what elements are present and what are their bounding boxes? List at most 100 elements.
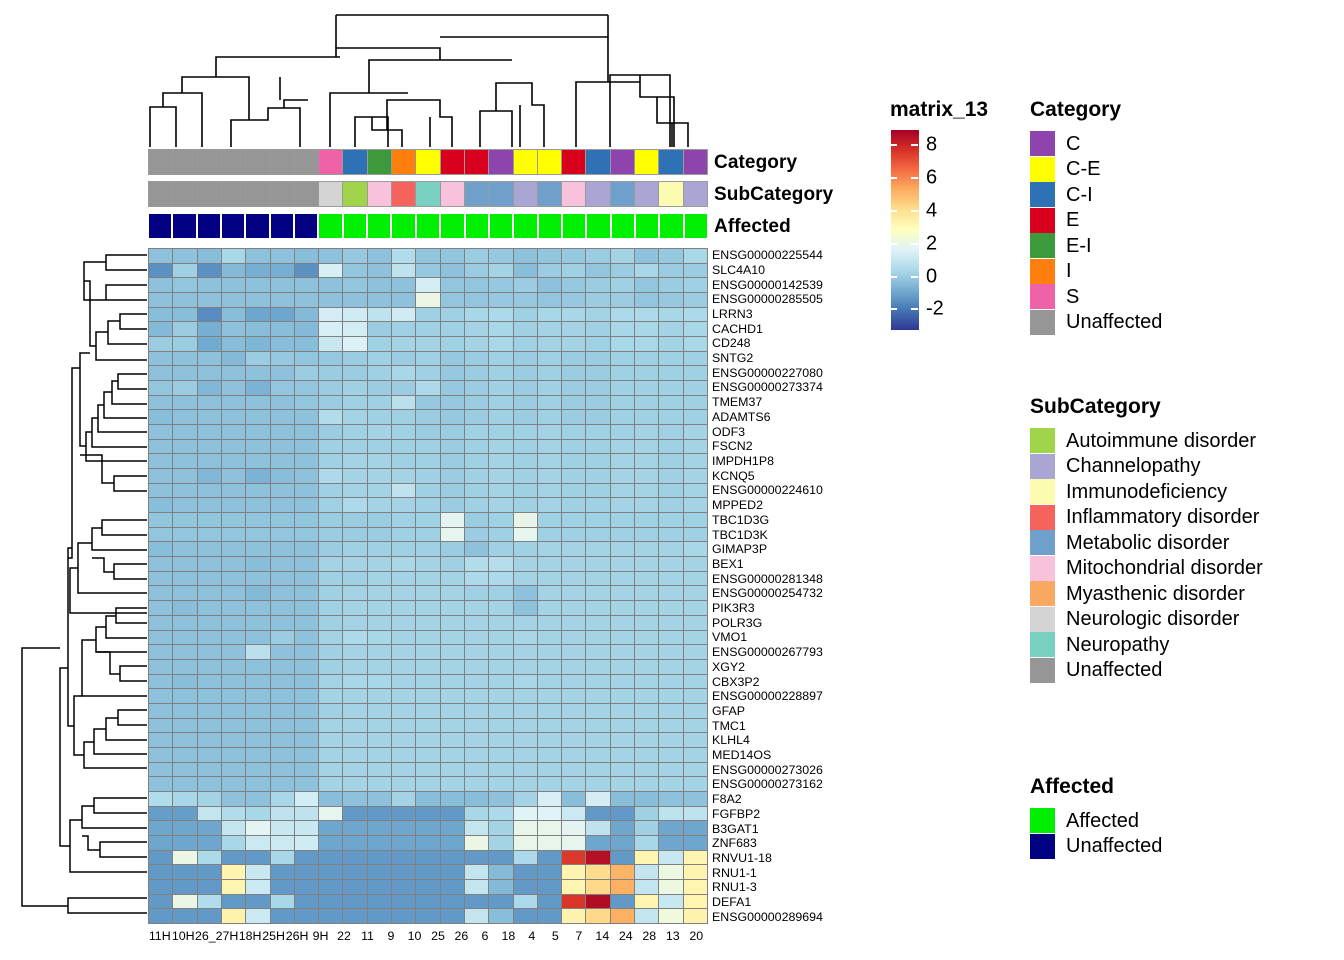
- heatmap-cell: [246, 293, 270, 307]
- row-label: ENSG00000224610: [712, 483, 823, 498]
- heatmap-cell: [537, 835, 562, 850]
- heatmap-cell: [343, 337, 367, 351]
- heatmap-cell: [489, 762, 513, 777]
- heatmap-cell: [440, 630, 464, 645]
- heatmap-cell: [659, 571, 683, 586]
- heatmap-cell: [197, 381, 221, 395]
- heatmap-cell: [440, 791, 464, 806]
- heatmap-cell: [513, 791, 537, 806]
- heatmap-cell: [416, 791, 440, 806]
- heatmap-cell: [537, 425, 562, 439]
- legend-swatch: [1030, 131, 1055, 157]
- heatmap-cell: [586, 777, 610, 791]
- heatmap-cell: [149, 894, 173, 909]
- heatmap-cell: [246, 821, 270, 835]
- heatmap-cell: [343, 733, 367, 747]
- heatmap-cell: [319, 689, 343, 703]
- heatmap-cell: [659, 469, 683, 483]
- heatmap-cell: [586, 454, 610, 469]
- heatmap-cell: [173, 777, 197, 791]
- heatmap-cell: [246, 777, 270, 791]
- heatmap-cell: [513, 498, 537, 513]
- heatmap-cell: [270, 879, 294, 894]
- heatmap-cell: [392, 454, 416, 469]
- heatmap-grid[interactable]: [148, 248, 708, 924]
- heatmap-cell: [610, 835, 635, 850]
- annotation-cell: [246, 182, 270, 206]
- heatmap-cell: [464, 733, 489, 747]
- heatmap-cell: [294, 527, 319, 542]
- heatmap-cell: [562, 909, 586, 923]
- heatmap-cell: [319, 425, 343, 439]
- heatmap-cell: [392, 469, 416, 483]
- heatmap-cell: [537, 894, 562, 909]
- heatmap-cell: [562, 777, 586, 791]
- heatmap-cell: [513, 307, 537, 322]
- column-label: 10H: [171, 929, 195, 943]
- heatmap-cell: [659, 909, 683, 923]
- heatmap-cell: [416, 454, 440, 469]
- heatmap-cell: [294, 777, 319, 791]
- heatmap-cell: [367, 498, 392, 513]
- heatmap-cell: [149, 615, 173, 630]
- legend-label: C-E: [1066, 158, 1101, 181]
- heatmap-cell: [392, 542, 416, 557]
- heatmap-cell: [270, 322, 294, 337]
- colorbar-tick-mark: [890, 275, 897, 278]
- heatmap-cell: [197, 439, 221, 454]
- heatmap-cell: [270, 674, 294, 689]
- legend-swatch: [1030, 555, 1055, 581]
- heatmap-cell: [367, 645, 392, 659]
- heatmap-cell: [197, 557, 221, 571]
- heatmap-cell: [513, 513, 537, 527]
- heatmap-cell: [513, 835, 537, 850]
- legend-swatch: [1030, 479, 1055, 505]
- column-label: 6: [481, 929, 489, 943]
- heatmap-cell: [416, 879, 440, 894]
- heatmap-cell: [343, 718, 367, 733]
- row-dendrogram: [21, 254, 147, 914]
- heatmap-cell: [343, 659, 367, 674]
- legend-swatch: [1030, 530, 1055, 556]
- heatmap-cell: [513, 586, 537, 601]
- heatmap-cell: [319, 366, 343, 381]
- heatmap-cell: [586, 542, 610, 557]
- heatmap-cell: [149, 249, 173, 263]
- heatmap-cell: [270, 850, 294, 865]
- heatmap-cell: [489, 293, 513, 307]
- heatmap-cell: [489, 601, 513, 615]
- heatmap-cell: [513, 395, 537, 410]
- heatmap-cell: [635, 366, 659, 381]
- column-label: 24: [618, 929, 633, 943]
- heatmap-cell: [221, 527, 246, 542]
- heatmap-cell: [610, 527, 635, 542]
- heatmap-cell: [586, 395, 610, 410]
- heatmap-cell: [246, 498, 270, 513]
- heatmap-cell: [270, 659, 294, 674]
- heatmap-cell: [149, 439, 173, 454]
- heatmap-cell: [270, 835, 294, 850]
- heatmap-cell: [464, 909, 489, 923]
- legend-label: C: [1066, 132, 1081, 155]
- heatmap-cell: [489, 659, 513, 674]
- heatmap-cell: [635, 674, 659, 689]
- heatmap-cell: [537, 366, 562, 381]
- heatmap-cell: [392, 571, 416, 586]
- heatmap-cell: [513, 615, 537, 630]
- heatmap-cell: [197, 821, 221, 835]
- heatmap-cell: [221, 645, 246, 659]
- heatmap-cell: [221, 498, 246, 513]
- legend-label: S: [1066, 285, 1080, 308]
- annotation-cell: [440, 150, 464, 174]
- heatmap-cell: [489, 278, 513, 293]
- heatmap-cell: [440, 366, 464, 381]
- heatmap-cell: [270, 293, 294, 307]
- colorbar-tick-mark: [890, 242, 897, 245]
- heatmap-cell: [173, 718, 197, 733]
- heatmap-cell: [343, 249, 367, 263]
- row-label: XGY2: [712, 659, 746, 674]
- heatmap-cell: [635, 894, 659, 909]
- annotation-cell: [659, 182, 683, 206]
